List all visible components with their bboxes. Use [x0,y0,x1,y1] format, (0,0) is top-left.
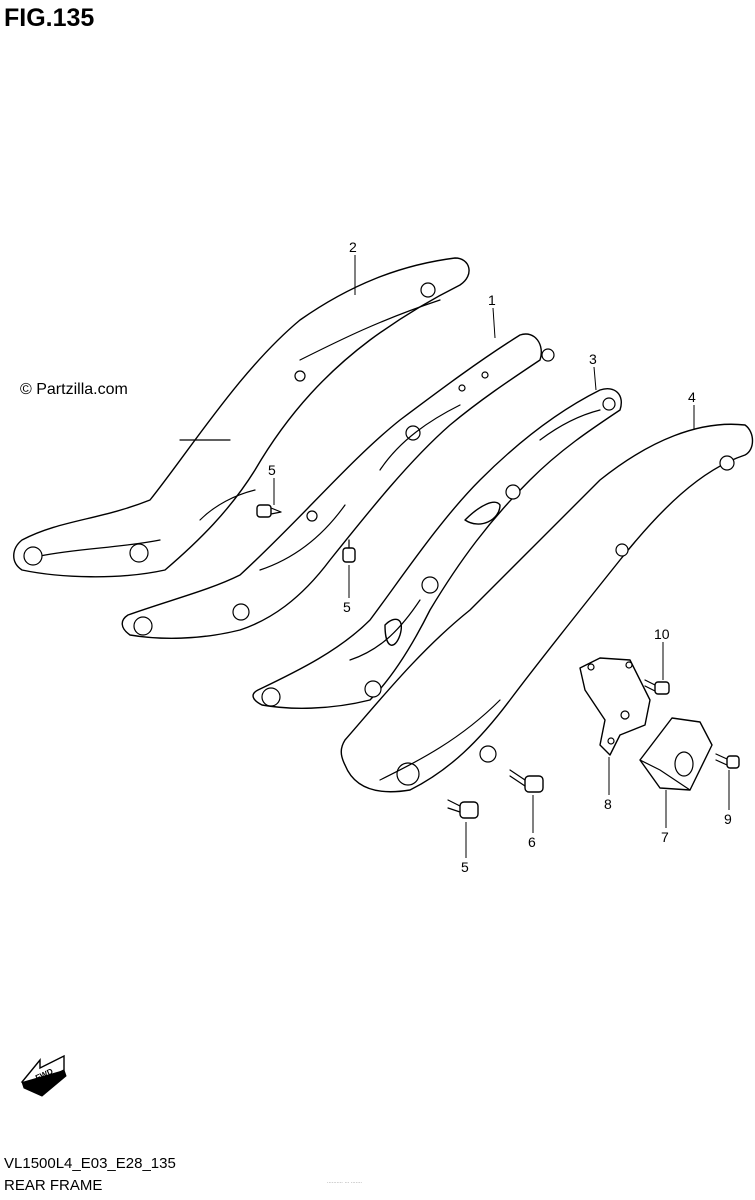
leader-lines [273,255,730,858]
fwd-arrow-icon: FWD [20,1054,67,1097]
callout-part-10: 10 [654,626,670,642]
part-8-bracket [579,657,651,756]
callout-part-5-upper: 5 [268,462,276,478]
fine-print: ·········· ··· ······· [327,1180,362,1186]
part-1-rear-frame [121,333,555,639]
callout-part-6: 6 [528,834,536,850]
bolt-10 [644,679,670,695]
callout-part-8: 8 [604,796,612,812]
callout-part-5-middle: 5 [343,599,351,615]
callout-part-5-lower: 5 [461,859,469,875]
figure-title: FIG.135 [4,4,95,32]
watermark-text: © Partzilla.com [20,381,128,398]
callout-part-2: 2 [349,239,357,255]
callout-labels: 2 1 3 4 5 5 10 8 6 7 9 5 [268,239,732,875]
part-4-rear-frame [340,423,754,793]
part-3-rear-frame [252,388,622,709]
bolt-9 [715,753,740,769]
figure-name: REAR FRAME [4,1177,103,1194]
bolt-5-lower [447,799,479,819]
bolt-6 [509,769,544,793]
callout-part-4: 4 [688,389,696,405]
callout-part-7: 7 [661,829,669,845]
bolt-5-upper [256,504,282,518]
part-7-cushion [639,717,713,791]
callout-part-9: 9 [724,811,732,827]
callout-part-3: 3 [589,351,597,367]
figure-code: VL1500L4_E03_E28_135 [4,1155,176,1172]
bolt-5-middle [342,539,356,563]
part-2-rear-frame [13,257,470,578]
callout-part-1: 1 [488,292,496,308]
